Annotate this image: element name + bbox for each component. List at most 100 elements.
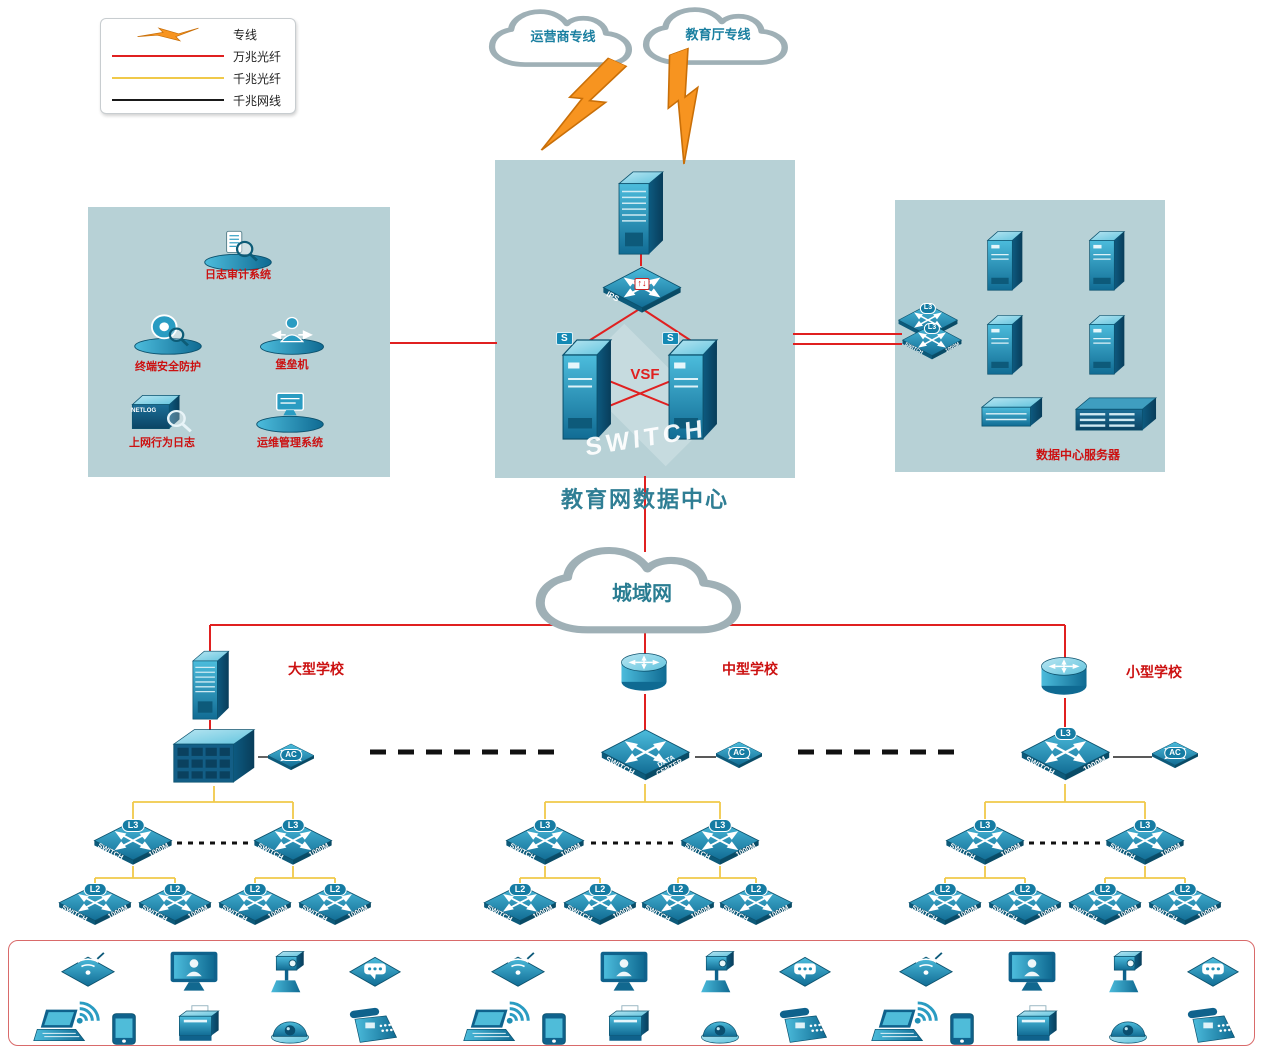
tower-art (558, 334, 616, 442)
switch-badge: L3 (1054, 727, 1077, 741)
ops-management-icon (252, 388, 328, 434)
firewall-art (613, 168, 667, 260)
cloud-label: 运营商专线 (530, 29, 596, 45)
dome-camera-icon (1106, 1010, 1150, 1044)
wireless-ap-icon (60, 952, 116, 988)
ops-management-label: 运维管理系统 (257, 437, 323, 449)
ptz-camera-icon (266, 948, 314, 994)
laptop-icon (32, 1008, 88, 1044)
desk-phone-icon (778, 1006, 830, 1044)
storage-rack (980, 394, 1044, 428)
school2-ac-controller: AC (714, 740, 764, 770)
dome-camera-icon (698, 1010, 742, 1044)
legend-row-1g-cable: 千兆网线 (109, 89, 287, 111)
server-tower (1086, 228, 1128, 292)
switch-badge: AC (728, 747, 750, 760)
ips-device: IPS ↑↓ (600, 264, 684, 316)
bastion-host-label: 堡垒机 (275, 359, 309, 371)
s-flag: S (556, 332, 573, 345)
ips-emblem-icon: ↑↓ (634, 277, 650, 290)
switch-badge: L2 (243, 882, 267, 897)
rack-switch (1074, 396, 1158, 432)
endpoint-security-label: 终端安全防护 (135, 361, 201, 373)
legend-label: 千兆网线 (233, 93, 282, 108)
netlog-text: NETLOG (131, 408, 157, 415)
cloud-man: 城域网 (533, 542, 751, 644)
school-label-large: 大型学校 (288, 661, 344, 677)
laptop-icon (462, 1008, 518, 1044)
switch-badge: L3 (1133, 819, 1157, 833)
message-icon (778, 954, 832, 988)
vsf-label: VSF (630, 366, 660, 383)
switch-badge: AC (280, 749, 302, 762)
netlog-icon: NETLOG (118, 388, 200, 436)
servers-label: 数据中心服务器 (1035, 448, 1120, 462)
legend: 专线 万兆光纤 千兆光纤 千兆网线 (100, 18, 296, 114)
ptz-camera-icon (1104, 948, 1152, 994)
switch-badge: L2 (933, 882, 957, 897)
switch-badge: L3 (533, 819, 557, 833)
school1-ac-controller: AC (266, 742, 316, 772)
bastion-host-icon (256, 312, 328, 356)
printer-icon (604, 1004, 654, 1046)
switch-badge: L2 (666, 882, 690, 897)
message-icon (1186, 954, 1240, 988)
switch-badge: L2 (588, 882, 612, 897)
switch-badge: L2 (1093, 882, 1117, 897)
switch-badge: L3 (121, 819, 145, 833)
legend-label: 专线 (233, 27, 258, 42)
switch-badge: L2 (508, 882, 532, 897)
switch-badge: L2 (323, 882, 347, 897)
endpoint-security-icon (130, 310, 206, 356)
smartphone-icon (946, 1012, 978, 1046)
switch-badge: L2 (83, 882, 107, 897)
dome-camera-icon (268, 1010, 312, 1044)
switch-badge: L3 (973, 819, 997, 833)
core-firewall (613, 168, 667, 260)
terminal-group (18, 940, 428, 1046)
log-audit-label: 日志审计系统 (205, 269, 271, 281)
legend-label: 千兆光纤 (233, 71, 282, 86)
desktop-monitor-icon (598, 950, 650, 994)
school3-ac-controller: AC (1150, 740, 1200, 770)
switch-badge: L2 (1013, 882, 1037, 897)
switch-badge: L3 (708, 819, 732, 833)
desk-phone-icon (1186, 1006, 1238, 1044)
message-icon (348, 954, 402, 988)
legend-label: 万兆光纤 (233, 49, 282, 64)
school-label-small: 小型学校 (1126, 664, 1182, 680)
printer-icon (174, 1004, 224, 1046)
switch-badge: AC (1164, 747, 1186, 760)
terminal-group (856, 940, 1265, 1046)
printer-icon (1012, 1004, 1062, 1046)
cloud-edu-line: 教育厅专线 (641, 4, 795, 72)
switch-badge: L2 (1173, 882, 1197, 897)
wireless-ap-icon (898, 952, 954, 988)
ptz-camera-icon (696, 948, 744, 994)
fiber-1g-lines (94, 784, 1186, 886)
desk-phone-icon (348, 1006, 400, 1044)
vsf-core-switch-left: S (556, 332, 616, 442)
laptop-icon (870, 1008, 926, 1044)
server-tower (984, 312, 1026, 376)
s-flag: S (662, 332, 679, 345)
